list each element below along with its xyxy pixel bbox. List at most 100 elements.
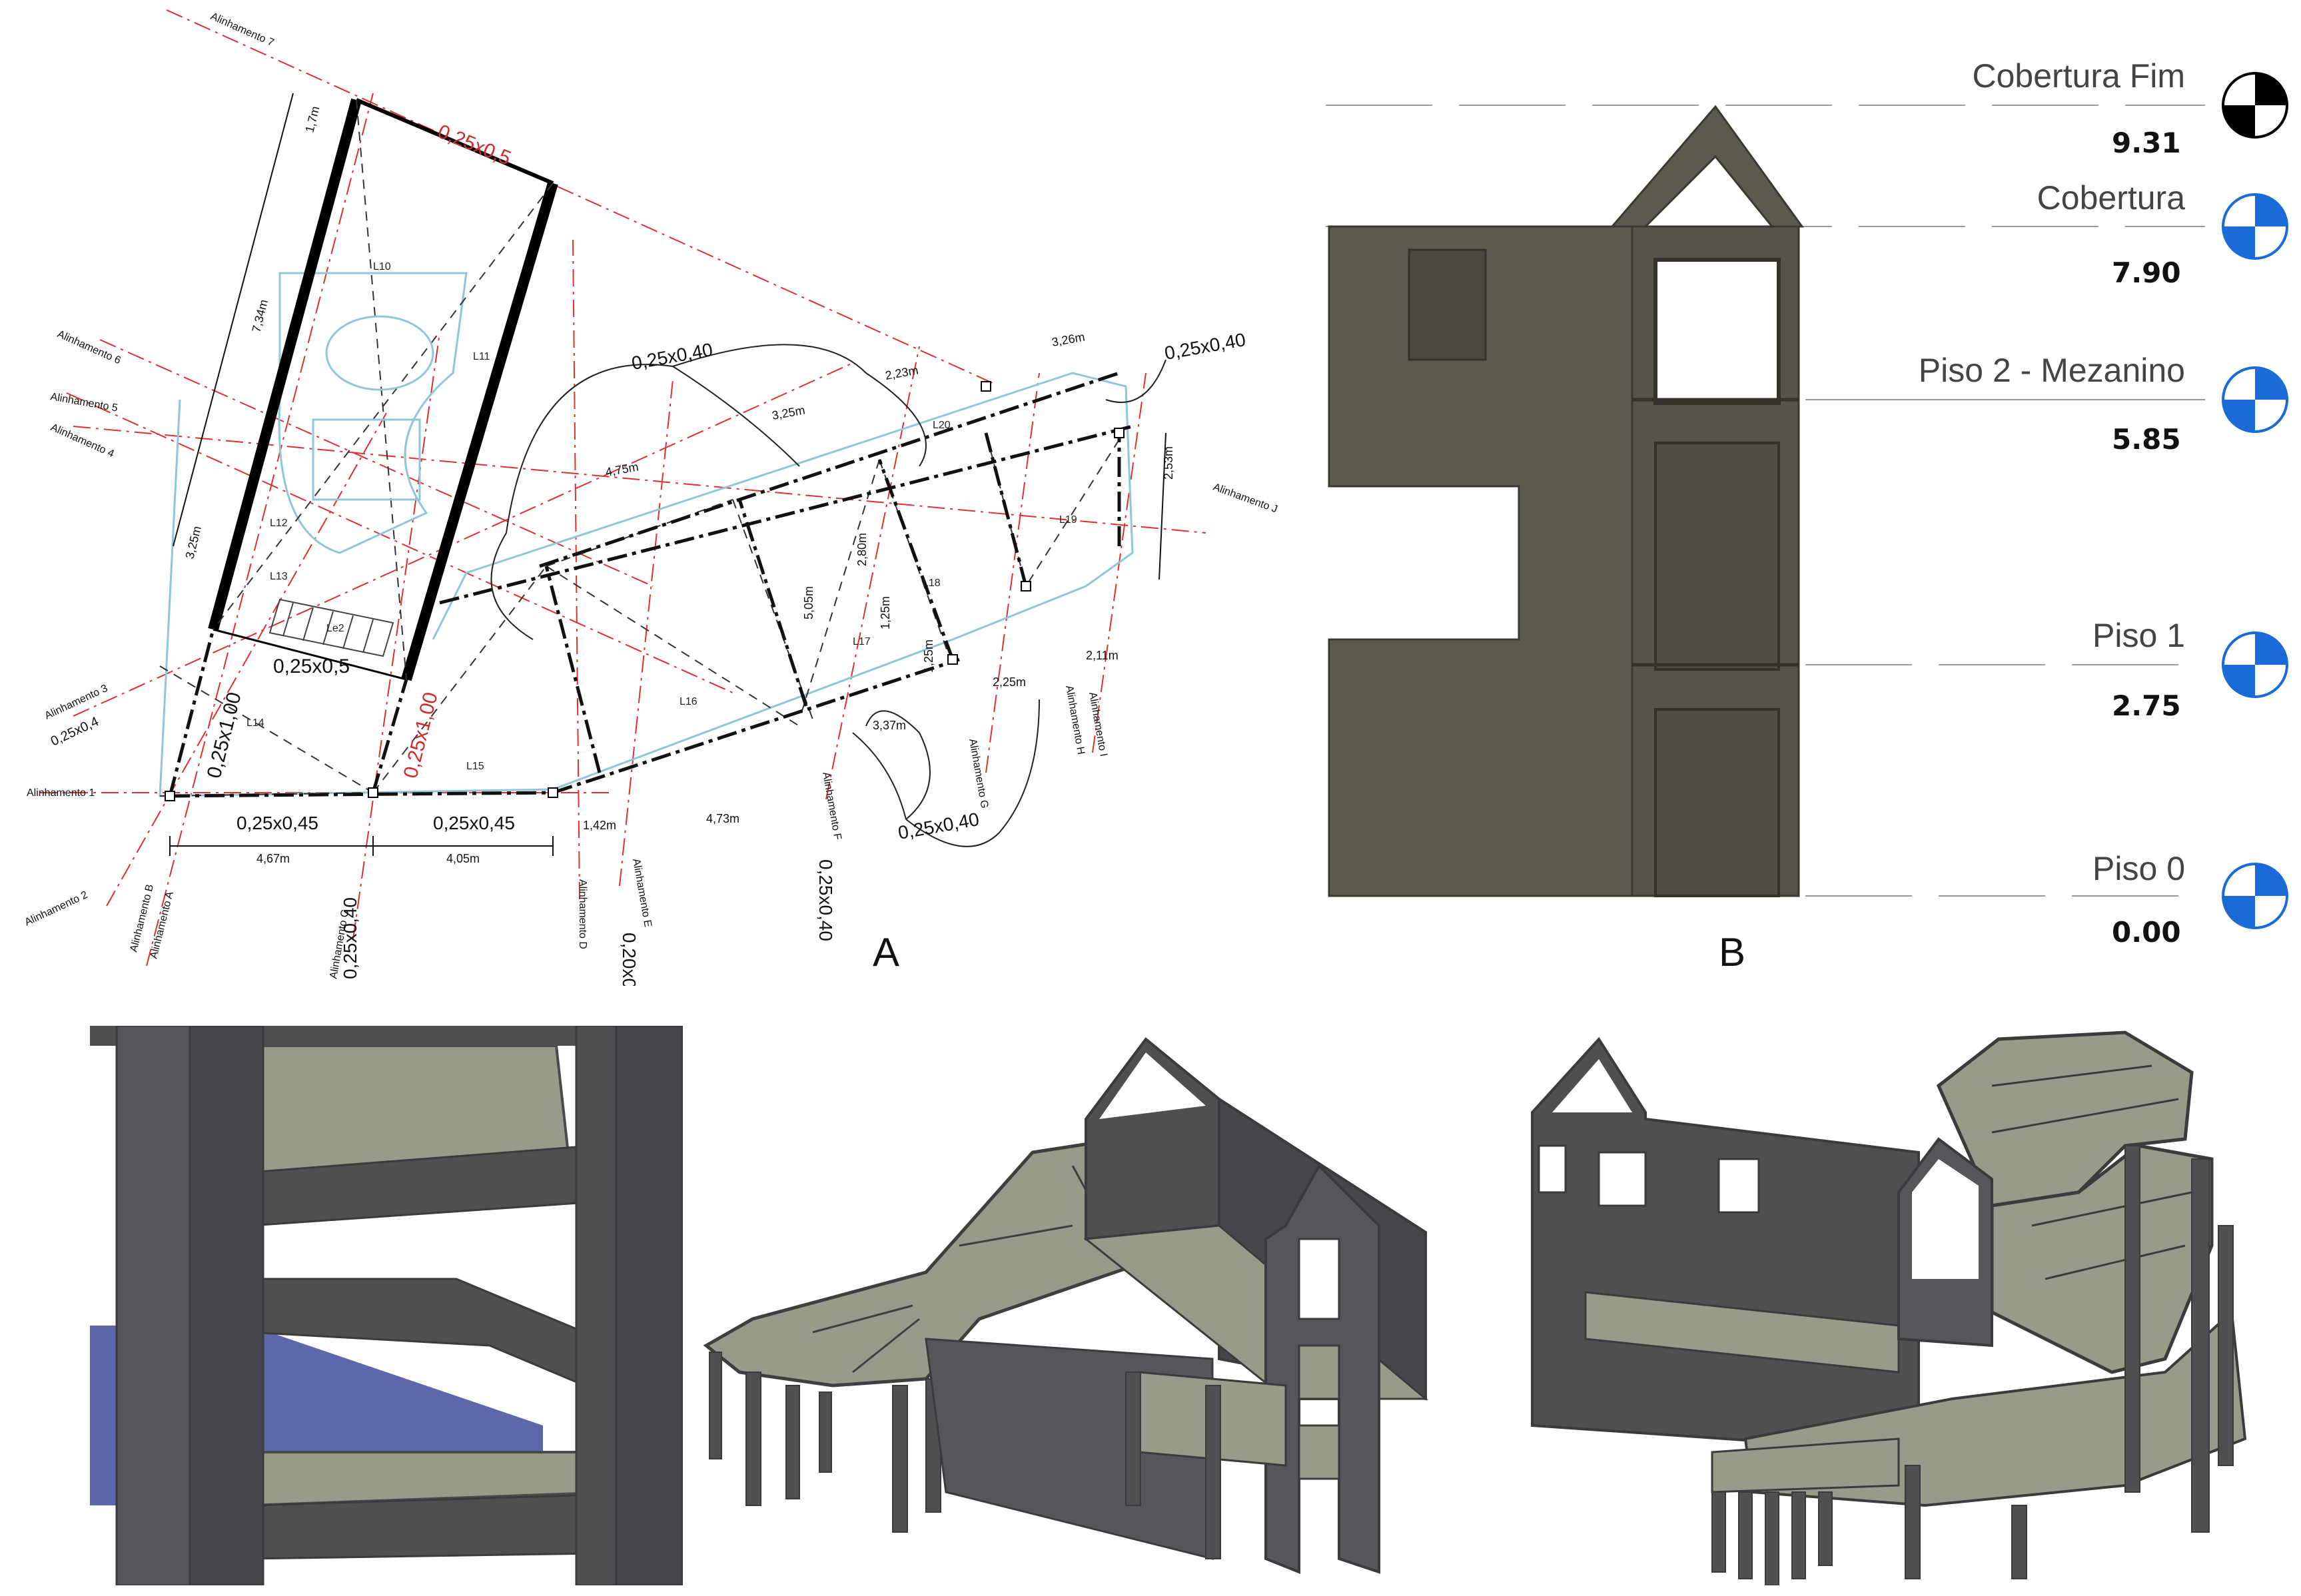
level-name: Cobertura	[2037, 179, 2185, 216]
dim-4: 4,05m	[446, 852, 480, 865]
label-col-c: 0,25x0,40	[340, 897, 360, 979]
label-bottom-2: 0,25x0,45	[433, 813, 515, 833]
align-label-h: Alinhamento H	[1063, 685, 1087, 755]
label-top-beam: 0,25x0,5	[434, 121, 514, 170]
label-red-col: 0,25x1,00	[400, 690, 442, 781]
align-label-3: Alinhamento 3	[43, 683, 110, 722]
slab-l20: L20	[933, 420, 951, 431]
lower-beams	[168, 371, 1133, 798]
slab-l13: L13	[270, 571, 288, 582]
label-right-upper: 0,25x0,40	[1163, 329, 1248, 364]
level-marker-blue-icon	[2222, 366, 2288, 433]
dimension-lines	[169, 93, 1166, 856]
model-3d-render-back	[1531, 1030, 2247, 1586]
slab-l11: L11	[473, 351, 490, 362]
label-bottom-1: 0,25x0,45	[236, 813, 318, 833]
dim-3: 4,67m	[256, 852, 290, 865]
furniture-outline	[312, 315, 434, 501]
level-markers	[2222, 72, 2288, 929]
panel-letter-b: B	[1719, 930, 1746, 975]
align-label-1: Alinhamento 1	[27, 787, 95, 799]
level-marker-black-icon	[2222, 72, 2288, 139]
dim-5: 1,42m	[583, 819, 616, 832]
level-name: Piso 0	[2092, 850, 2185, 887]
level-elevation: 5.85	[2112, 423, 2181, 456]
slab-l16: L16	[680, 696, 697, 707]
dim-6: 4,73m	[706, 812, 739, 825]
label-upper: 0,25x0,40	[630, 339, 715, 374]
align-label-f: Alinhamento F	[820, 771, 843, 841]
label-mid-beam: 0,25x0,5	[273, 655, 350, 677]
panel-letter-a: A	[873, 930, 900, 975]
dim-11: 3,25m	[771, 404, 806, 422]
align-label-5: Alinhamento 5	[49, 391, 119, 414]
dim-12: 2,23m	[884, 364, 919, 382]
align-label-i: Alinhamento I	[1087, 691, 1109, 757]
grid-line-e	[619, 379, 674, 887]
grid-line-f	[825, 346, 920, 800]
label-leaders	[490, 344, 1166, 847]
structural-plan-drawing: 0,25x0,5 0,25x0,5 0,25x1,00 0,25x1,00 0,…	[23, 9, 1279, 1014]
dim-15: 5,05m	[802, 586, 815, 619]
grid-line-g	[985, 372, 1040, 773]
upper-block-outline	[213, 628, 407, 681]
align-label-j: Alinhamento J	[1212, 482, 1279, 516]
label-left-col: 0,25x1,00	[203, 690, 246, 781]
dim-0: 1,7m	[302, 105, 322, 134]
interior-detail-view	[90, 1026, 683, 1585]
slab-le2: Le2	[326, 623, 344, 634]
grid-line-6	[99, 339, 654, 587]
dim-8: 2,25m	[993, 675, 1026, 689]
dim-10: 4,75m	[604, 460, 640, 479]
upper-block-walls	[208, 98, 558, 681]
dim-13: 3,26m	[1051, 330, 1086, 349]
align-label-7: Alinhamento 7	[209, 11, 275, 49]
label-small-left: 0,25x0,4	[49, 714, 101, 749]
slab-l10: L10	[373, 261, 391, 272]
interior-detail-render	[90, 1026, 683, 1585]
elevation-levels-panel: Cobertura Fim 9.31 Cobertura 7.90 Piso 2…	[1326, 0, 2301, 986]
level-name: Piso 2 - Mezanino	[1918, 352, 2185, 389]
slab-l12: L12	[270, 518, 288, 529]
label-lower-right: 0,25x0,40	[815, 859, 836, 941]
label-mid-lower: 0,25x0,40	[897, 809, 981, 843]
stair	[268, 598, 394, 657]
dim-1: 7,34m	[249, 298, 270, 334]
model-3d-view-front	[699, 1026, 1526, 1585]
structural-plan-panel: 0,25x0,5 0,25x0,5 0,25x1,00 0,25x1,00 0,…	[0, 0, 1306, 1014]
align-label-e: Alinhamento E	[630, 858, 654, 928]
level-marker-blue-icon	[2222, 631, 2288, 698]
align-label-2: Alinhamento 2	[23, 889, 90, 929]
columns	[165, 381, 1125, 801]
alignment-grid	[40, 9, 1206, 967]
grid-line-b	[146, 93, 374, 967]
slab-l17: L17	[853, 636, 871, 647]
slab-l15: L15	[466, 761, 484, 772]
align-label-d: Alinhamento D	[577, 879, 588, 949]
slab-l18: L18	[923, 578, 941, 589]
level-name: Piso 1	[2092, 617, 2185, 654]
level-labels: Cobertura Fim 9.31 Cobertura 7.90 Piso 2…	[1326, 0, 2185, 986]
level-marker-blue-icon	[2222, 863, 2288, 929]
model-3d-view-back	[1526, 1026, 2301, 1586]
grid-line-7	[166, 9, 993, 384]
dim-17: 1,25m	[879, 596, 892, 629]
align-label-g: Alinhamento G	[967, 738, 990, 809]
dim-2: 3,25m	[183, 525, 204, 560]
level-elevation: 9.31	[2112, 127, 2181, 159]
grid-line-c	[352, 332, 440, 940]
slab-l14: L14	[246, 717, 264, 729]
grid-line-3	[73, 362, 853, 717]
level-elevation: 7.90	[2112, 256, 2181, 289]
label-col-e: 0,20x0,40	[619, 933, 640, 986]
level-marker-blue-icon	[2222, 193, 2288, 260]
slab-l19: L19	[1059, 514, 1077, 526]
dim-14: 2,53m	[1162, 446, 1175, 480]
dim-7: 3,37m	[873, 719, 906, 732]
align-label-6: Alinhamento 6	[55, 328, 122, 366]
model-3d-render-front	[703, 1037, 1429, 1574]
level-elevation: 2.75	[2112, 689, 2181, 722]
dim-18: 1,25m	[922, 639, 935, 673]
elevation-wall	[1328, 105, 1804, 897]
dim-16: 2,80m	[855, 533, 869, 566]
